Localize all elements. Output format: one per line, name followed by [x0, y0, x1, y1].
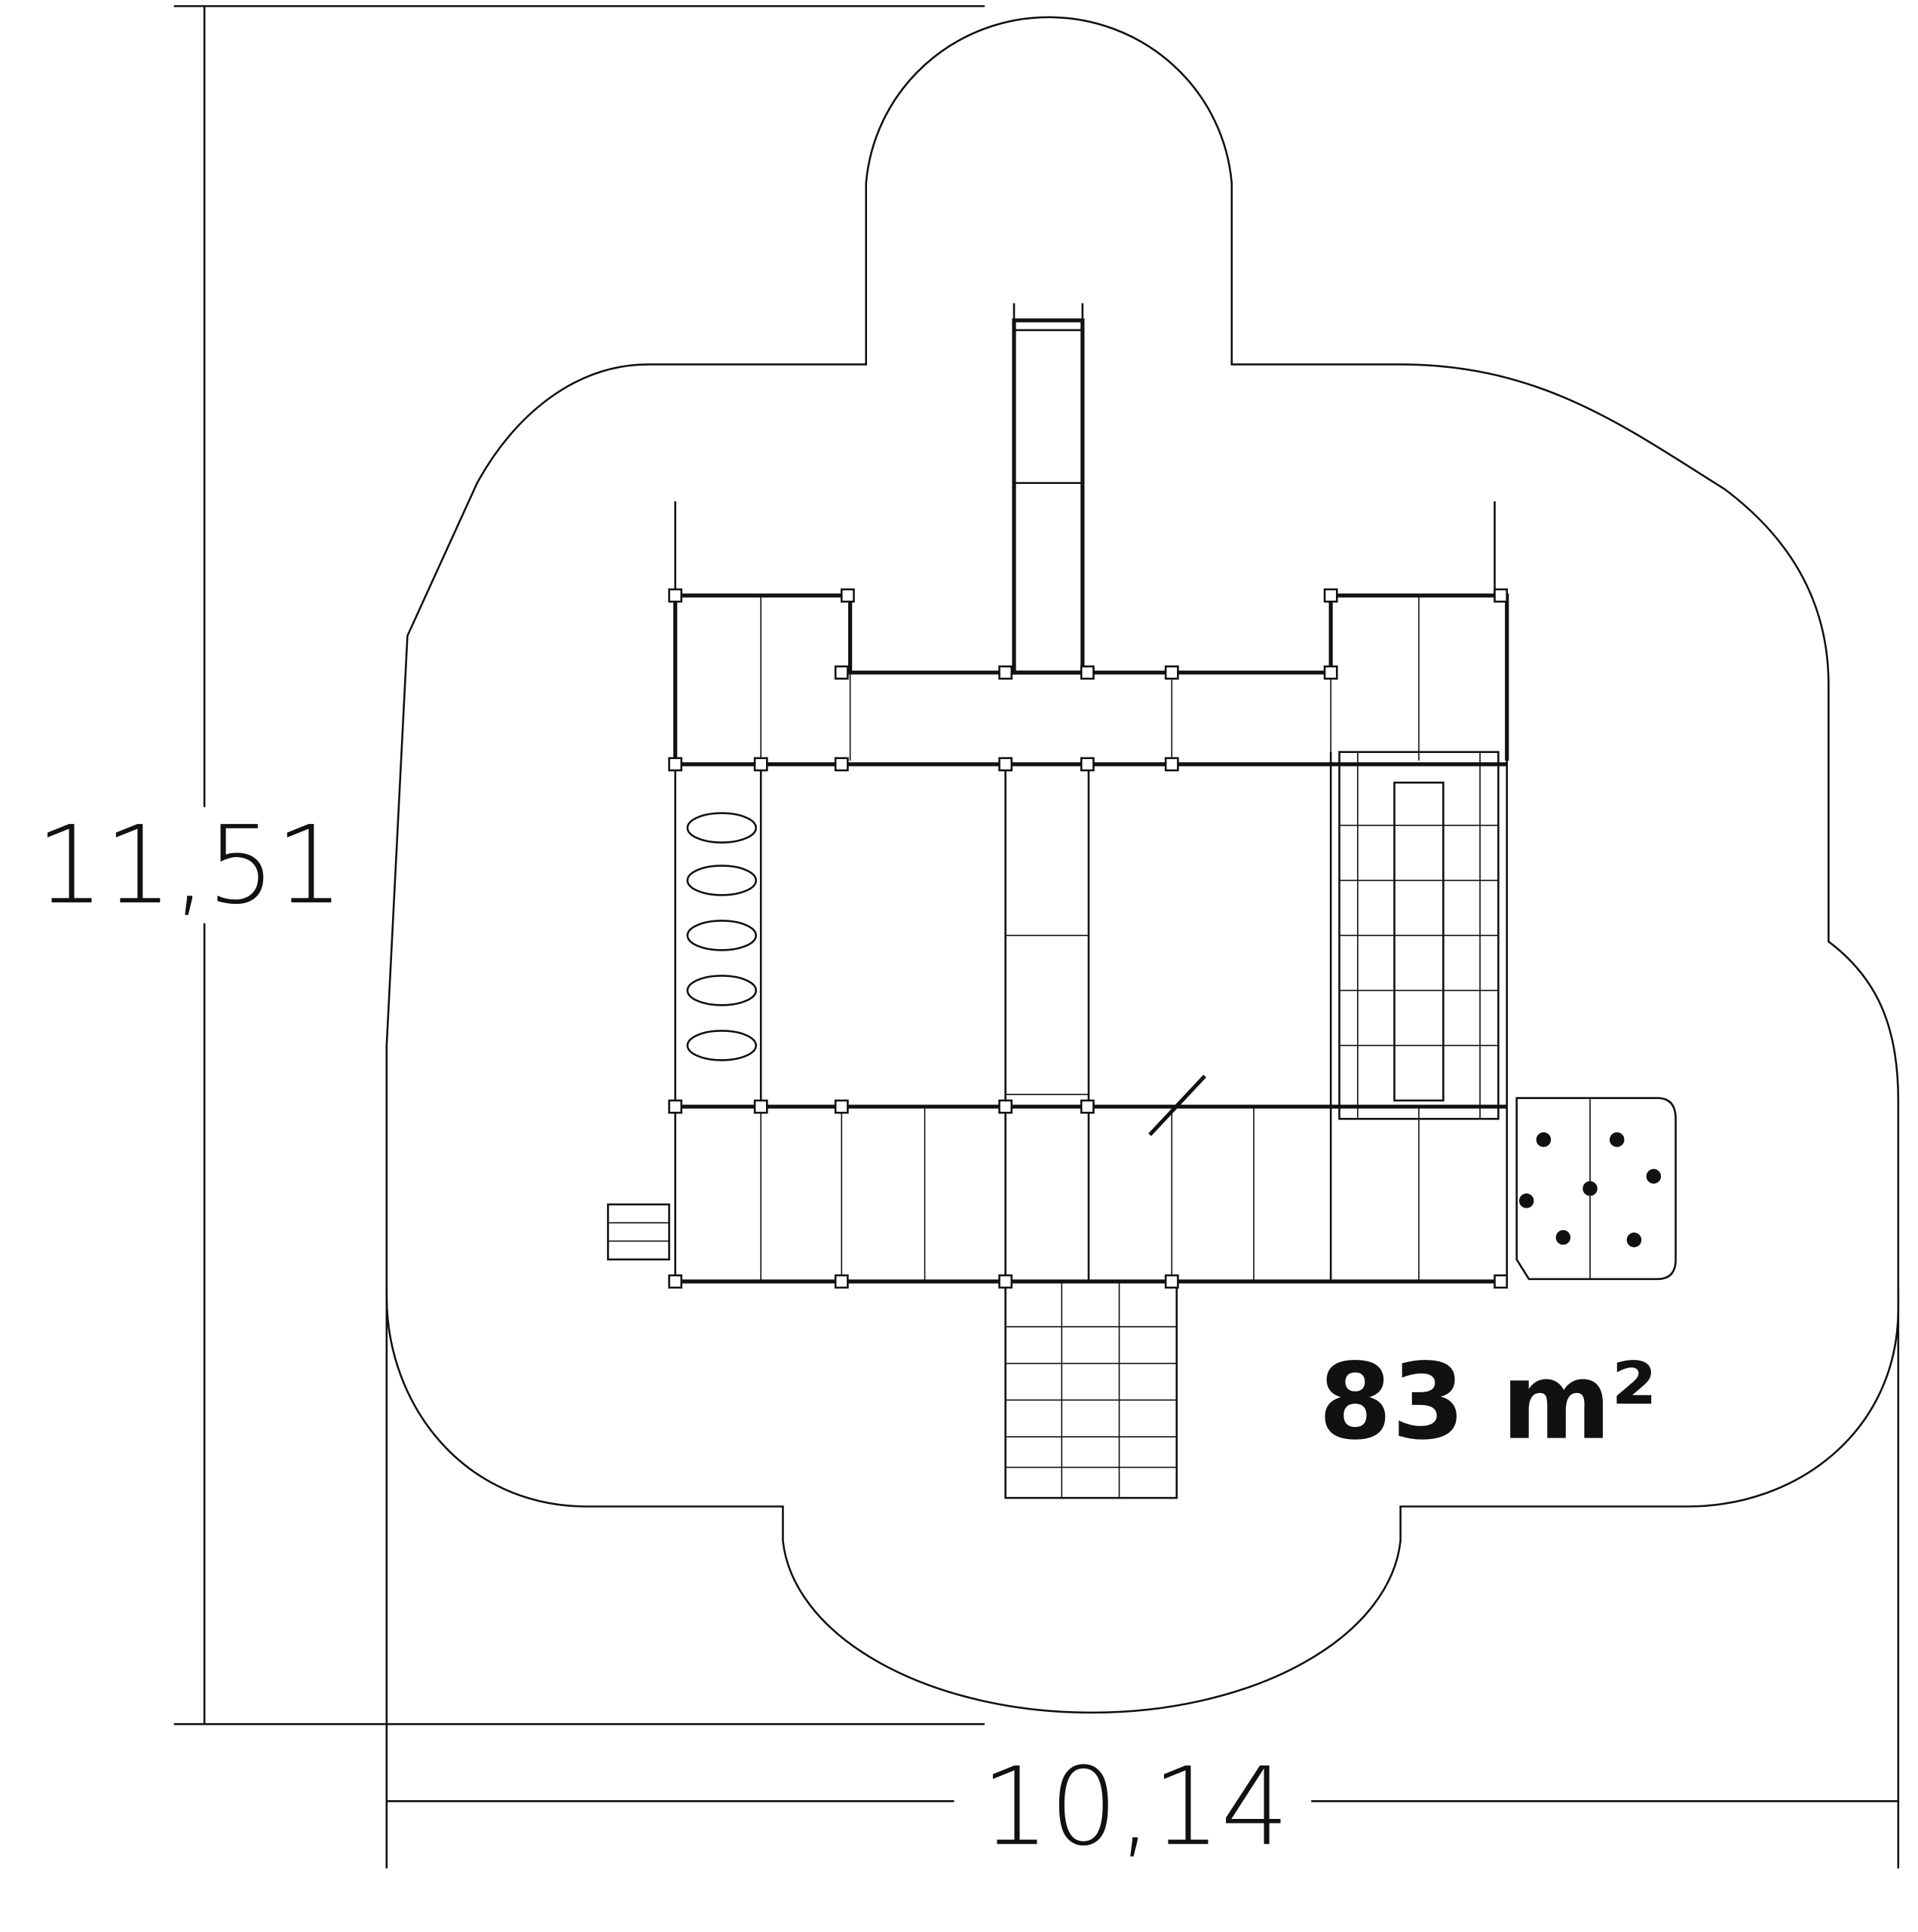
climbing-wall: [1515, 1097, 1677, 1281]
climbing-net: [1338, 751, 1500, 1120]
top-slide: [1012, 318, 1085, 675]
side-ladder: [607, 1203, 670, 1261]
height-dimension-label: 11,51: [35, 803, 344, 928]
play-structure: [607, 303, 1677, 1499]
height-dimension: 11,51: [35, 5, 985, 1725]
stepping-rings: [686, 812, 758, 1061]
post-nodes: [668, 588, 1509, 1289]
bottom-climbing-net: [1004, 1280, 1178, 1499]
width-dimension-label: 10,14: [981, 1744, 1289, 1869]
width-dimension: 10,14: [385, 1290, 1900, 1869]
safety-zone-outline: [385, 16, 1900, 1714]
area-label: 83 m²: [1319, 1341, 1657, 1463]
